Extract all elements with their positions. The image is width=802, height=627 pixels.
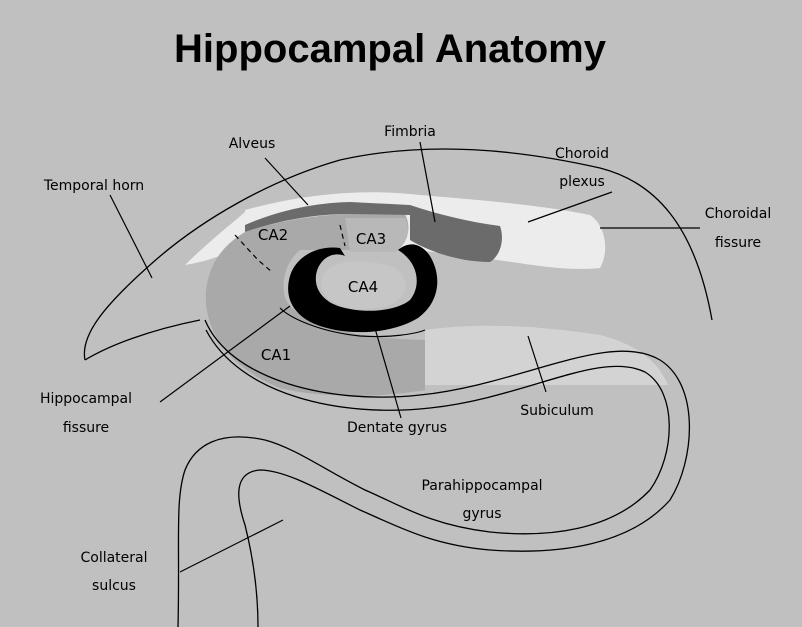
label-alveus: Alveus <box>229 136 276 152</box>
label-choroid-plexus-line2: plexus <box>559 174 605 190</box>
label-parahippocampal-line2: gyrus <box>462 506 501 522</box>
label-hippocampal-fissure-line1: Hippocampal <box>40 391 132 407</box>
label-dentate-gyrus: Dentate gyrus <box>347 420 447 436</box>
label-ca3: CA3 <box>356 230 386 248</box>
label-hippocampal-fissure-line2: fissure <box>63 420 109 436</box>
label-ca1: CA1 <box>261 346 291 364</box>
label-ca2: CA2 <box>258 226 288 244</box>
label-fimbria: Fimbria <box>384 124 436 140</box>
label-parahippocampal-line1: Parahippocampal <box>421 478 542 494</box>
label-choroid-plexus-line1: Choroid <box>555 146 609 162</box>
diagram-title: Hippocampal Anatomy <box>174 27 607 71</box>
label-ca4: CA4 <box>348 278 378 296</box>
label-choroidal-fissure-line1: Choroidal <box>705 206 771 222</box>
label-collateral-sulcus-line2: sulcus <box>92 578 136 594</box>
label-temporal-horn: Temporal horn <box>43 178 144 194</box>
label-choroidal-fissure-line2: fissure <box>715 235 761 251</box>
label-collateral-sulcus-line1: Collateral <box>80 550 147 566</box>
label-subiculum: Subiculum <box>520 403 594 419</box>
